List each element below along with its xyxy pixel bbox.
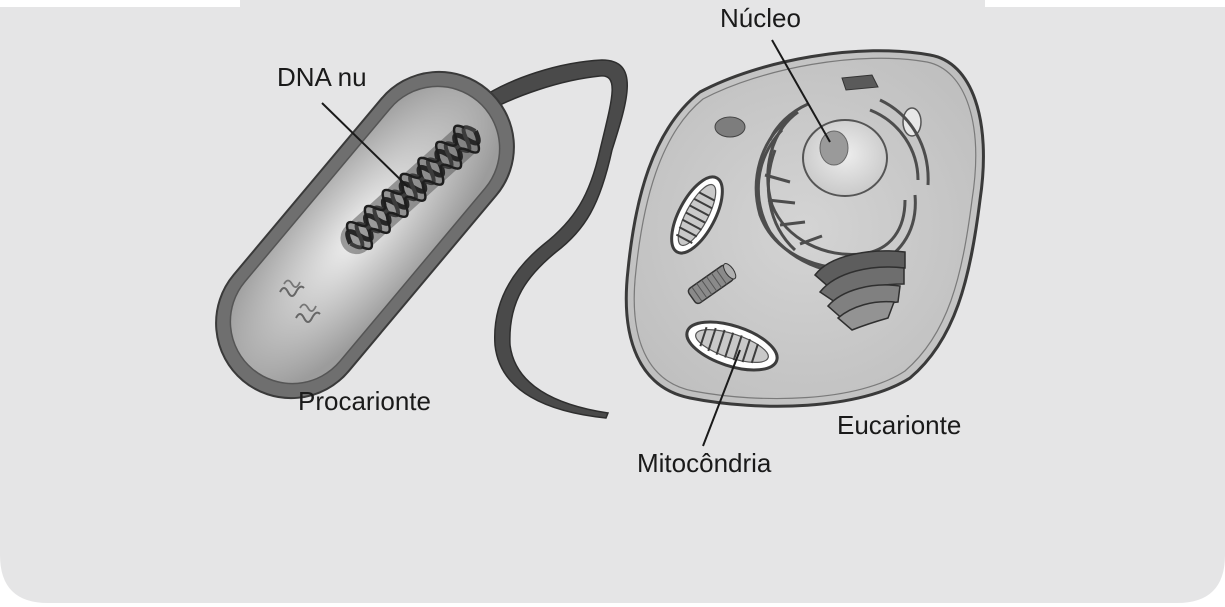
nucleolus — [820, 131, 848, 165]
vacuole — [903, 108, 921, 136]
label-mitochondria: Mitocôndria — [637, 448, 772, 478]
label-prokaryote: Procarionte — [298, 386, 431, 416]
label-eukaryote: Eucarionte — [837, 410, 961, 440]
top-strip-right — [985, 0, 1225, 7]
top-strip-left — [0, 0, 240, 7]
vesicle — [842, 75, 878, 90]
label-nucleus: Núcleo — [720, 3, 801, 33]
label-dna: DNA nu — [277, 62, 367, 92]
vesicle — [715, 117, 745, 137]
